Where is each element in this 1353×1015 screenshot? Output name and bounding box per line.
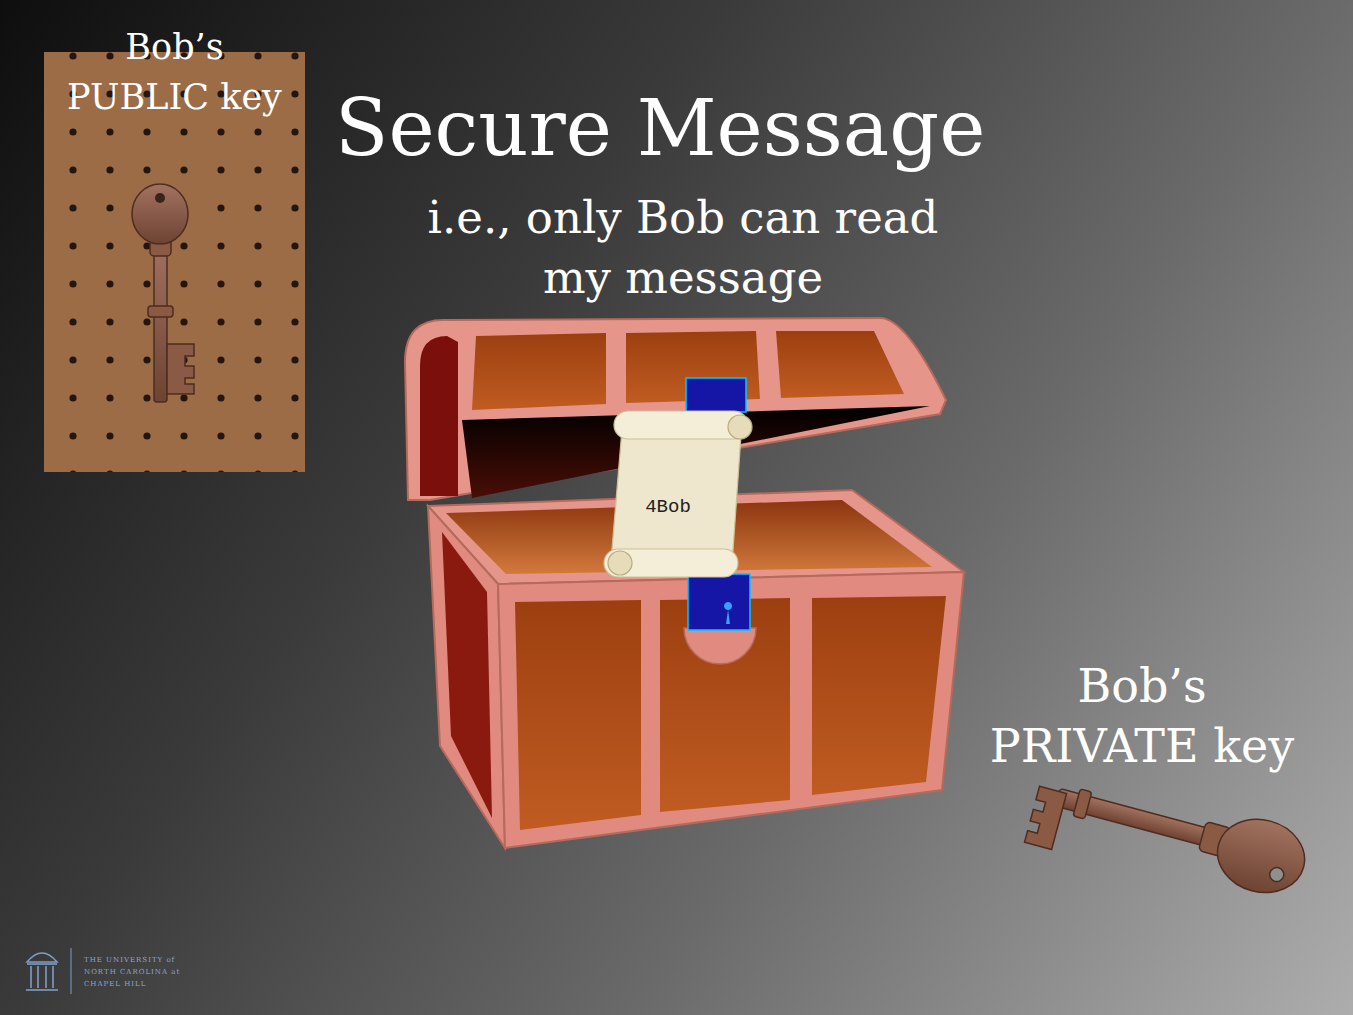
logo-column xyxy=(30,966,32,988)
slide-title: Secure Message xyxy=(335,78,1095,178)
key-bow xyxy=(1209,810,1313,902)
logo-column xyxy=(45,966,47,988)
university-name: THE UNIVERSITY of NORTH CAROLINA at CHAP… xyxy=(84,954,202,990)
key-hole xyxy=(155,193,165,203)
lock-plate xyxy=(684,628,756,664)
logo-beam xyxy=(27,963,57,965)
keyhole xyxy=(724,602,732,624)
key-hole xyxy=(1268,866,1285,883)
message-scroll: 4Bob xyxy=(600,405,760,583)
key-shaft xyxy=(154,240,167,402)
chest-front xyxy=(498,572,964,848)
scroll-curl xyxy=(608,551,632,575)
logo-divider xyxy=(71,948,72,994)
key-collar xyxy=(1073,789,1092,819)
node-text: 4Bob xyxy=(600,495,736,519)
side-panel xyxy=(442,532,492,818)
scroll-curl xyxy=(728,415,752,439)
university-logo xyxy=(26,948,71,994)
node-text: Bob’s PUBLIC key xyxy=(49,22,300,122)
key-collar xyxy=(148,306,173,317)
subtitle: i.e., only Bob can read my message xyxy=(418,188,948,308)
lid-hasp xyxy=(686,378,746,412)
front-panel xyxy=(812,596,946,795)
key-bit xyxy=(167,344,194,394)
scroll-roll xyxy=(604,549,738,577)
logo-base xyxy=(26,989,58,991)
chest-side xyxy=(428,506,505,848)
public-key xyxy=(132,184,194,402)
lid-panel xyxy=(776,331,904,398)
key-label: Bob’s PRIVATE key xyxy=(972,656,1312,776)
logo-dome xyxy=(27,953,57,962)
logo-column xyxy=(52,966,54,988)
lid-panel xyxy=(472,333,606,410)
front-panel xyxy=(515,600,641,830)
node-shape xyxy=(600,405,760,583)
lid-end xyxy=(420,336,458,496)
key-bit xyxy=(1025,786,1067,849)
chest-lock xyxy=(688,574,750,630)
key-bow xyxy=(132,184,188,244)
private-key xyxy=(1025,761,1313,914)
pegboard-node: Bob’s PUBLIC key xyxy=(44,22,305,472)
logo-column xyxy=(37,966,39,988)
